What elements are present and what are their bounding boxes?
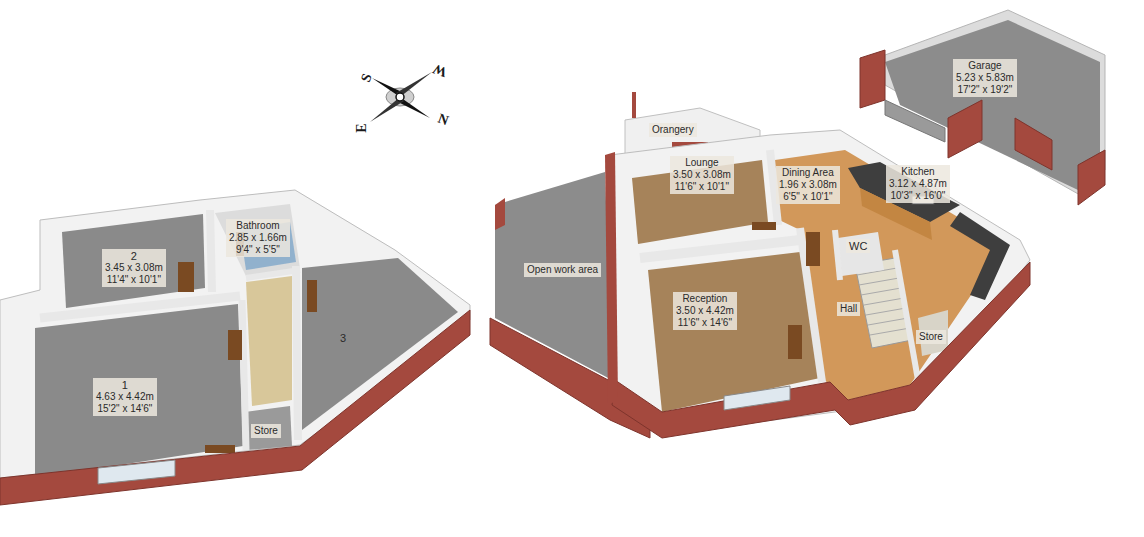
room-dimension: 11'6" x 14'6" [676,317,734,329]
compass-rose [370,72,432,122]
room-label: 14.63 x 4.42m15'2" x 14'6" [93,378,157,416]
room-label: Store [916,330,946,344]
room-dimension: 3.45 x 3.08m [105,262,163,274]
room-dimension: 3.50 x 4.42m [676,305,734,317]
room-name: 2 [105,250,163,262]
room-label: Dining Area1.96 x 3.08m6'5" x 10'1" [776,166,840,204]
ground-floor [490,92,1030,438]
room-name: Store [919,331,943,343]
room-label: Garage5.23 x 5.83m17'2" x 19'2" [953,59,1017,97]
compass-letter: S [359,72,375,84]
room-name: Lounge [673,157,731,169]
room-name: Hall [840,303,857,315]
room-name: Bathroom [229,220,287,232]
compass-letter: W [431,61,449,79]
room-label: Store [251,424,281,438]
room-dimension: 10'3" x 16'0" [889,190,947,202]
room-label: Orangery [649,123,697,137]
room-name: Store [254,425,278,437]
room-label: 3 [340,332,346,344]
room-label: Reception3.50 x 4.42m11'6" x 14'6" [673,292,737,330]
room-dimension: 5.23 x 5.83m [956,72,1014,84]
room-name: Kitchen [889,166,947,178]
room-name: 1 [96,379,154,391]
room-label: Hall [837,302,860,316]
first-floor [0,190,470,505]
room-name: 3 [340,332,346,344]
room-label: Open work area [524,263,601,277]
room-name: Dining Area [779,167,837,179]
garage [860,10,1105,205]
room-label: Bathroom2.85 x 1.66m9'4" x 5'5" [226,219,290,257]
room-name: Reception [676,293,734,305]
room-dimension: 3.50 x 3.08m [673,169,731,181]
room-label: WC [846,239,870,253]
room-dimension: 9'4" x 5'5" [229,244,287,256]
room-name: WC [849,240,867,252]
room-label: Lounge3.50 x 3.08m11'6" x 10'1" [670,156,734,194]
room-name: Garage [956,60,1014,72]
room-name: Orangery [652,124,694,136]
room-dimension: 11'4" x 10'1" [105,274,163,286]
room-label: 23.45 x 3.08m11'4" x 10'1" [102,249,166,287]
room-label: Kitchen3.12 x 4.87m10'3" x 16'0" [886,165,950,203]
room-dimension: 15'2" x 14'6" [96,403,154,415]
room-dimension: 2.85 x 1.66m [229,232,287,244]
room-dimension: 3.12 x 4.87m [889,178,947,190]
compass-letter: N [436,112,450,129]
room-name: Open work area [527,264,598,276]
room-dimension: 6'5" x 10'1" [779,191,837,203]
room-dimension: 4.63 x 4.42m [96,391,154,403]
compass-letter: E [355,123,369,132]
room-dimension: 11'6" x 10'1" [673,181,731,193]
room-dimension: 1.96 x 3.08m [779,179,837,191]
room-dimension: 17'2" x 19'2" [956,84,1014,96]
